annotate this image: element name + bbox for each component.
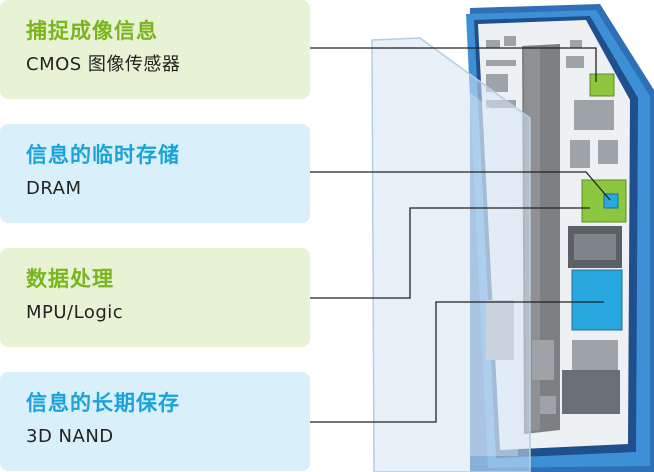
nand-chip xyxy=(571,269,623,331)
dram-leader xyxy=(310,171,611,201)
card-nand: 信息的长期保存 3D NAND xyxy=(0,372,310,471)
glass-panel xyxy=(371,37,531,472)
card-cmos-subtitle: CMOS 图像传感器 xyxy=(26,54,181,75)
card-mpu: 数据处理 MPU/Logic xyxy=(0,248,310,347)
leader-lines xyxy=(310,47,611,423)
cmos-leader xyxy=(310,47,597,82)
card-dram-title: 信息的临时存储 xyxy=(26,143,180,167)
card-mpu-subtitle: MPU/Logic xyxy=(26,302,124,323)
card-mpu-title: 数据处理 xyxy=(26,267,114,291)
card-nand-title: 信息的长期保存 xyxy=(26,391,180,415)
card-cmos-title: 捕捉成像信息 xyxy=(26,19,158,43)
card-dram: 信息的临时存储 DRAM xyxy=(0,124,310,223)
card-cmos: 捕捉成像信息 CMOS 图像传感器 xyxy=(0,0,310,99)
cmos-chip xyxy=(589,73,615,97)
card-dram-subtitle: DRAM xyxy=(26,178,82,199)
mpu-leader xyxy=(310,207,590,299)
card-nand-subtitle: 3D NAND xyxy=(26,426,114,447)
nand-leader xyxy=(310,301,604,423)
